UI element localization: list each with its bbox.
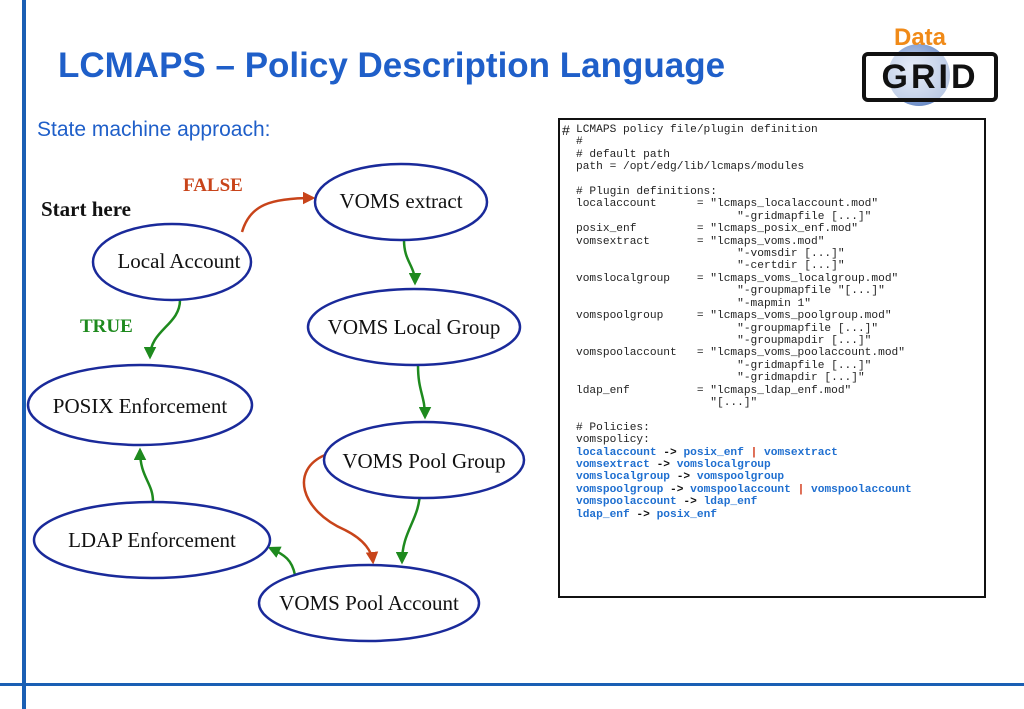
false-label: FALSE xyxy=(183,175,243,196)
policy-token: posix_enf xyxy=(683,446,744,459)
policy-token: localaccount xyxy=(576,446,657,459)
policy-token: -> xyxy=(676,496,704,509)
node-voms-pool-account xyxy=(257,563,481,643)
code-line: "-vomsdir [...]" xyxy=(576,248,845,261)
edge-pool-account-to-ldap xyxy=(267,546,297,576)
left-accent-bar xyxy=(22,0,26,709)
policy-token: -> xyxy=(656,446,684,459)
true-label: TRUE xyxy=(80,316,133,337)
code-line: posix_enf = "lcmaps_posix_enf.mod" xyxy=(576,223,858,236)
node-voms-extract xyxy=(313,162,489,242)
policy-token: vomspoolgroup xyxy=(576,483,664,496)
policy-token: vomspoolaccount xyxy=(690,483,791,496)
code-line: LCMAPS policy file/plugin definition xyxy=(576,124,818,136)
code-line: "-groupmapfile "[...]" xyxy=(576,285,885,298)
code-line: # default path xyxy=(576,148,670,161)
code-line: vomspoolgroup = "lcmaps_voms_poolgroup.m… xyxy=(576,310,892,323)
policy-token: vomspoolaccount xyxy=(576,496,677,509)
policy-code: LCMAPS policy file/plugin definition## d… xyxy=(576,124,912,521)
policy-token: -> xyxy=(663,483,691,496)
code-line: "-mapmin 1" xyxy=(576,297,811,310)
code-line: "-certdir [...]" xyxy=(576,260,845,273)
policy-token: | xyxy=(743,446,765,459)
edge-local-to-voms-extract xyxy=(240,191,316,233)
code-line: # xyxy=(576,136,583,149)
policy-line: vomspoolgroup -> vomspoolaccount | vomsp… xyxy=(576,484,912,496)
node-voms-pool-group xyxy=(322,420,526,500)
code-line xyxy=(576,409,912,421)
policy-token: vomspoolaccount xyxy=(811,483,912,496)
code-line: # Plugin definitions: xyxy=(576,186,717,199)
node-posix-enforcement-label: POSIX Enforcement xyxy=(53,394,228,418)
policy-token: -> xyxy=(670,471,697,484)
policy-token: ldap_enf xyxy=(576,508,630,521)
policy-token: vomslocalgroup xyxy=(576,471,670,484)
datagrid-logo: Data GRID xyxy=(858,22,998,108)
code-line: vomspoolaccount = "lcmaps_voms_poolaccou… xyxy=(576,347,905,360)
policy-code-box: # LCMAPS policy file/plugin definition##… xyxy=(558,118,986,598)
edge-voms-extract-to-local-group xyxy=(402,239,422,286)
slide-title: LCMAPS – Policy Description Language xyxy=(58,46,726,85)
node-local-account xyxy=(91,222,253,302)
code-hash-glyph: # xyxy=(562,122,570,138)
code-line: "[...]" xyxy=(576,396,758,409)
policy-token: | xyxy=(790,483,812,496)
node-voms-local-group-label: VOMS Local Group xyxy=(328,315,501,339)
edge-ldap-to-posix xyxy=(133,447,155,503)
policy-token: vomsextract xyxy=(764,446,838,459)
code-line: "-groupmapdir [...]" xyxy=(576,334,872,347)
code-line: # Policies: xyxy=(576,421,650,434)
policy-line: vomslocalgroup -> vomspoolgroup xyxy=(576,471,912,483)
policy-token: -> xyxy=(629,508,657,521)
code-line: "-gridmapfile [...]" xyxy=(576,359,872,372)
code-line xyxy=(576,174,912,186)
code-line: "-gridmapdir [...]" xyxy=(576,372,865,385)
policy-token: -> xyxy=(649,458,677,471)
edge-local-group-to-pool-group xyxy=(416,364,432,420)
policy-token: vomslocalgroup xyxy=(676,458,771,471)
node-voms-pool-account-label: VOMS Pool Account xyxy=(279,591,459,615)
code-line: "-gridmapfile [...]" xyxy=(576,210,872,223)
node-local-account-label: Local Account xyxy=(117,249,240,273)
policy-line: localaccount -> posix_enf | vomsextract xyxy=(576,447,912,459)
policy-line: vomspoolaccount -> ldap_enf xyxy=(576,496,912,508)
code-line: path = /opt/edg/lib/lcmaps/modules xyxy=(576,161,805,174)
node-ldap-enforcement xyxy=(32,500,272,580)
edge-pool-group-to-pool-account-true xyxy=(395,489,422,565)
code-line: "-groupmapfile [...]" xyxy=(576,322,879,335)
policy-token: vomspoolgroup xyxy=(696,471,785,484)
code-line: vomsextract = "lcmaps_voms.mod" xyxy=(576,235,825,248)
edge-pool-group-to-pool-account-false xyxy=(302,453,379,565)
logo-grid-text: GRID xyxy=(862,52,998,102)
footer-rule xyxy=(0,683,1024,686)
policy-token: posix_enf xyxy=(656,508,718,521)
node-ldap-enforcement-label: LDAP Enforcement xyxy=(68,528,236,552)
code-line: vomslocalgroup = "lcmaps_voms_localgroup… xyxy=(576,272,899,285)
policy-line: ldap_enf -> posix_enf xyxy=(576,509,912,521)
slide-subtitle: State machine approach: xyxy=(37,118,271,141)
code-line: vomspolicy: xyxy=(576,434,650,447)
edge-local-to-posix xyxy=(143,299,182,360)
node-voms-extract-label: VOMS extract xyxy=(339,189,462,213)
node-voms-local-group xyxy=(306,287,522,367)
policy-token: vomsextract xyxy=(576,458,650,471)
policy-token: ldap_enf xyxy=(703,496,758,509)
policy-line: vomsextract -> vomslocalgroup xyxy=(576,459,912,471)
code-line: ldap_enf = "lcmaps_ldap_enf.mod" xyxy=(576,384,852,397)
code-line: localaccount = "lcmaps_localaccount.mod" xyxy=(576,198,879,211)
node-posix-enforcement xyxy=(26,363,254,447)
node-voms-pool-group-label: VOMS Pool Group xyxy=(342,449,505,473)
logo-data-text: Data xyxy=(894,24,947,51)
start-here-label: Start here xyxy=(41,197,131,221)
